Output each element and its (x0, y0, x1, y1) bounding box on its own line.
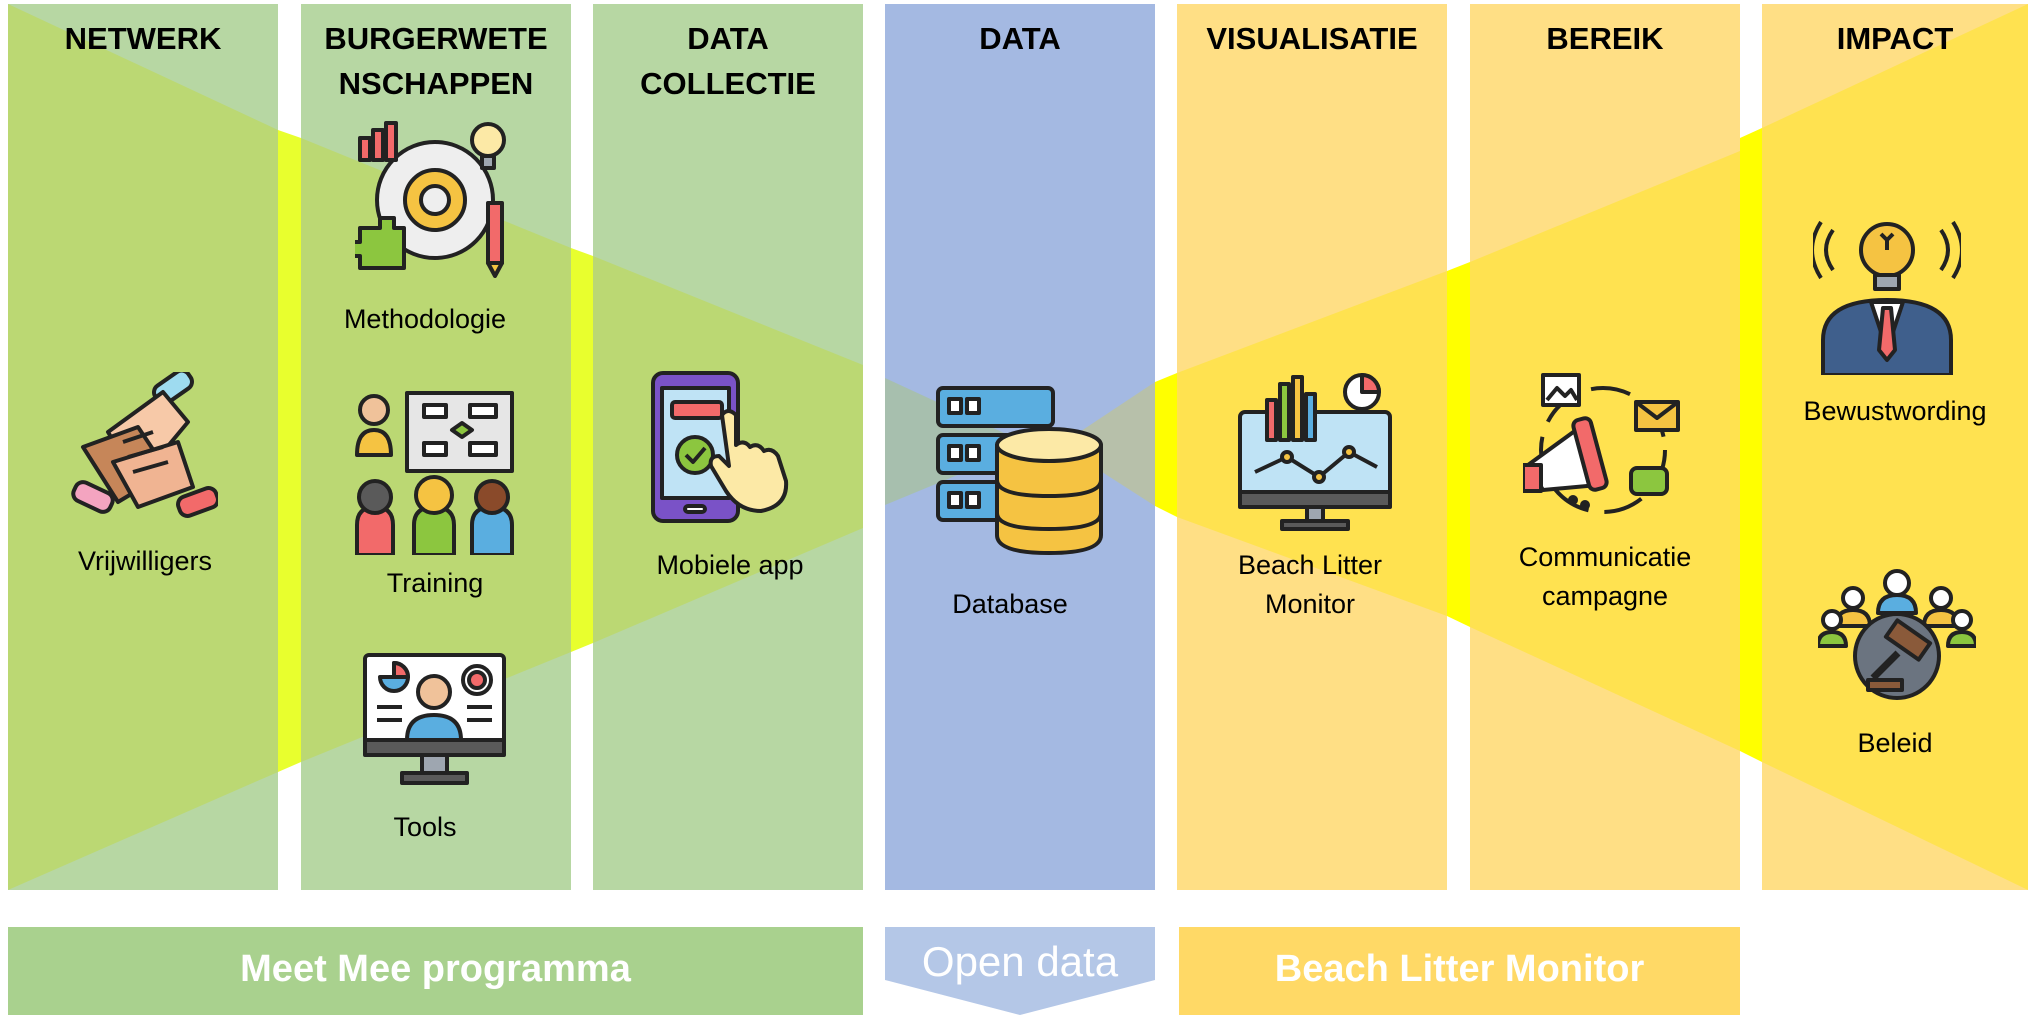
megaphone-icon (1523, 373, 1680, 514)
column-title-bereik: BEREIK (1546, 21, 1664, 56)
column-title-data: DATA (979, 21, 1061, 56)
yellow-funnel-gutter (1447, 262, 1470, 627)
yellow-funnel-bereik (1470, 151, 1740, 751)
gear-methodology-icon (355, 121, 506, 278)
banner-open-data: Open data (921, 938, 1119, 985)
smartphone-tap-icon (651, 371, 789, 523)
label-vrijwilligers: Vrijwilligers (77, 546, 212, 576)
database-server-icon (936, 386, 1103, 555)
video-call-tools-icon (363, 653, 506, 785)
banner-beach-litter-monitor: Beach Litter Monitor (1274, 948, 1645, 990)
green-funnel-gutter (571, 248, 593, 652)
label-methodologie: Methodologie (343, 304, 507, 334)
label-training: Training (386, 568, 484, 598)
banner-meet-mee-programma: Meet Mee programma (240, 948, 631, 990)
label-tools: Tools (393, 812, 457, 842)
column-title-visualisatie: VISUALISATIE (1206, 21, 1418, 56)
training-presentation-icon (355, 391, 514, 555)
label-bewustwording: Bewustwording (1803, 396, 1987, 426)
column-title-netwerk: NETWERK (64, 21, 222, 56)
monitor-chart-icon (1238, 373, 1392, 531)
yellow-funnel-gutter (1740, 128, 1762, 762)
green-funnel-gutter (278, 130, 301, 772)
open-data-arrow (885, 927, 1155, 1015)
yellow-funnel-gutter (1155, 373, 1177, 517)
yellow-funnel-impact (1762, 4, 2028, 890)
label-database: Database (952, 589, 1068, 619)
yellow-funnel-data (1060, 382, 1155, 506)
label-beleid: Beleid (1857, 728, 1933, 758)
label-mobiele-app: Mobiele app (656, 550, 804, 580)
label-beach-litter-monitor: Beach Litter Monitor (1237, 550, 1383, 619)
label-communicatie-campagne: Communicatie campagne (1518, 542, 1692, 611)
column-title-burgerwetenschappen: BURGERWETE NSCHAPPEN (324, 21, 548, 101)
column-title-impact: IMPACT (1836, 21, 1954, 56)
lightbulb-person-icon (1813, 220, 1961, 375)
gavel-meeting-icon (1818, 569, 1976, 700)
beach-litter-banner (1179, 927, 1740, 1015)
meet-mee-banner (8, 927, 863, 1015)
hands-icon (71, 372, 218, 518)
column-title-datacollectie: DATA COLLECTIE (640, 21, 816, 101)
